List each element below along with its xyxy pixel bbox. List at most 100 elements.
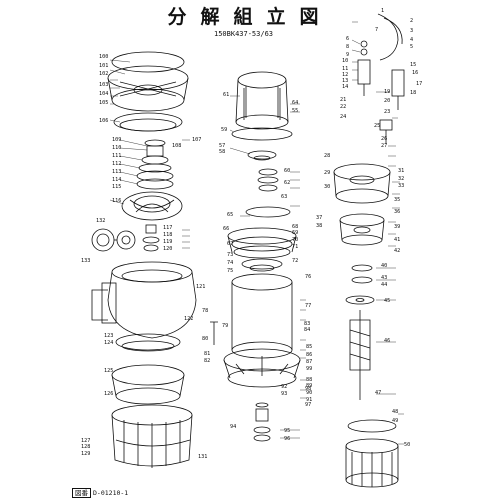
part-label: 64: [292, 100, 298, 106]
seal-ring: [113, 112, 183, 132]
part-label: 66: [223, 226, 229, 232]
upper-bearing-housing: [339, 213, 385, 246]
part-label: 50: [404, 442, 410, 448]
part-label: 105: [99, 100, 108, 106]
part-label: 80: [202, 336, 208, 342]
pin-rod: [210, 321, 218, 345]
part-label: 110: [112, 145, 121, 151]
part-label: 106: [99, 118, 108, 124]
part-label: 119: [163, 239, 172, 245]
part-label: 58: [219, 149, 225, 155]
part-label: 120: [163, 246, 172, 252]
part-label: 24: [340, 114, 346, 120]
part-label: 59: [221, 127, 227, 133]
part-label: 26: [381, 136, 387, 142]
stator-winding: [345, 419, 399, 488]
part-label: 19: [384, 89, 390, 95]
part-label: 6: [346, 36, 349, 42]
part-label: 38: [316, 223, 322, 229]
part-label: 12: [342, 72, 348, 78]
upper-bearing: [257, 168, 279, 192]
part-label: 22: [340, 104, 346, 110]
part-label: 75: [227, 268, 233, 274]
part-label: 70: [292, 237, 298, 243]
part-label: 89: [306, 383, 312, 389]
top-cover-assembly: [107, 51, 189, 112]
part-label: 69: [292, 230, 298, 236]
part-label: 117: [163, 225, 172, 231]
part-label: 132: [96, 218, 105, 224]
part-label: 33: [398, 183, 404, 189]
part-label: 36: [394, 209, 400, 215]
part-label: 10: [342, 58, 348, 64]
motor-base: [223, 348, 301, 388]
part-label: 91: [306, 397, 312, 403]
part-label: 47: [375, 390, 381, 396]
frame-gasket: [231, 127, 293, 141]
part-label: 7: [375, 27, 378, 33]
suction-cover-plate: [115, 333, 181, 352]
part-label: 103: [99, 82, 108, 88]
part-label: 21: [340, 97, 346, 103]
shaft-sleeve-stack: [142, 224, 160, 252]
part-label: 98: [305, 386, 311, 392]
lower-bearing-set: [241, 258, 283, 272]
part-label: 62: [284, 180, 290, 186]
part-label: 129: [81, 451, 90, 457]
part-label: 124: [104, 340, 113, 346]
part-label: 85: [306, 344, 312, 350]
part-label: 102: [99, 71, 108, 77]
part-label: 41: [394, 237, 400, 243]
part-label: 101: [99, 63, 108, 69]
part-number-labels: 1 2 3 4 5 6 7 8 9 10 11 12 13 14 15 16 1…: [81, 8, 422, 460]
part-label: 125: [104, 368, 113, 374]
part-label: 116: [112, 198, 121, 204]
part-label: 23: [384, 109, 390, 115]
part-label: 81: [204, 351, 210, 357]
impeller: [121, 191, 183, 221]
part-label: 67: [227, 241, 233, 247]
part-label: 16: [412, 70, 418, 76]
part-label: 71: [292, 244, 298, 250]
part-label: 28: [324, 153, 330, 159]
part-label: 90: [306, 390, 312, 396]
part-label: 73: [227, 252, 233, 258]
part-label: 9: [346, 52, 349, 58]
part-label: 42: [394, 248, 400, 254]
part-label: 14: [342, 84, 348, 90]
oil-chamber-parts: [253, 402, 271, 442]
part-label: 57: [219, 143, 225, 149]
part-label: 35: [394, 197, 400, 203]
part-label: 112: [112, 161, 121, 167]
bracket-assembly: [227, 206, 297, 259]
part-label: 32: [398, 176, 404, 182]
power-cable: [357, 13, 403, 96]
bearing-cover: [247, 150, 277, 161]
part-label: 45: [384, 298, 390, 304]
part-label: 4: [410, 37, 413, 43]
part-label: 37: [316, 215, 322, 221]
part-label: 68: [292, 224, 298, 230]
part-label: 96: [284, 436, 290, 442]
part-label: 39: [394, 224, 400, 230]
part-label: 46: [384, 338, 390, 344]
part-label: 131: [198, 454, 207, 460]
part-label: 92: [281, 384, 287, 390]
mechanical-seal-stack: [136, 139, 174, 190]
part-label: 100: [99, 54, 108, 60]
part-label: 30: [324, 184, 330, 190]
part-label: 99: [306, 366, 312, 372]
part-label: 63: [281, 194, 287, 200]
page-title: 分解組立図: [167, 6, 333, 28]
part-label: 11: [342, 66, 348, 72]
part-label: 17: [416, 81, 422, 87]
part-label: 111: [112, 153, 121, 159]
part-label: 115: [112, 184, 121, 190]
part-label: 107: [192, 137, 201, 143]
discharge-flange: [91, 228, 136, 252]
part-label: 60: [284, 168, 290, 174]
part-label: 48: [392, 409, 398, 415]
part-label: 49: [392, 418, 398, 424]
drawing-number-prefix: 図番: [72, 488, 91, 498]
